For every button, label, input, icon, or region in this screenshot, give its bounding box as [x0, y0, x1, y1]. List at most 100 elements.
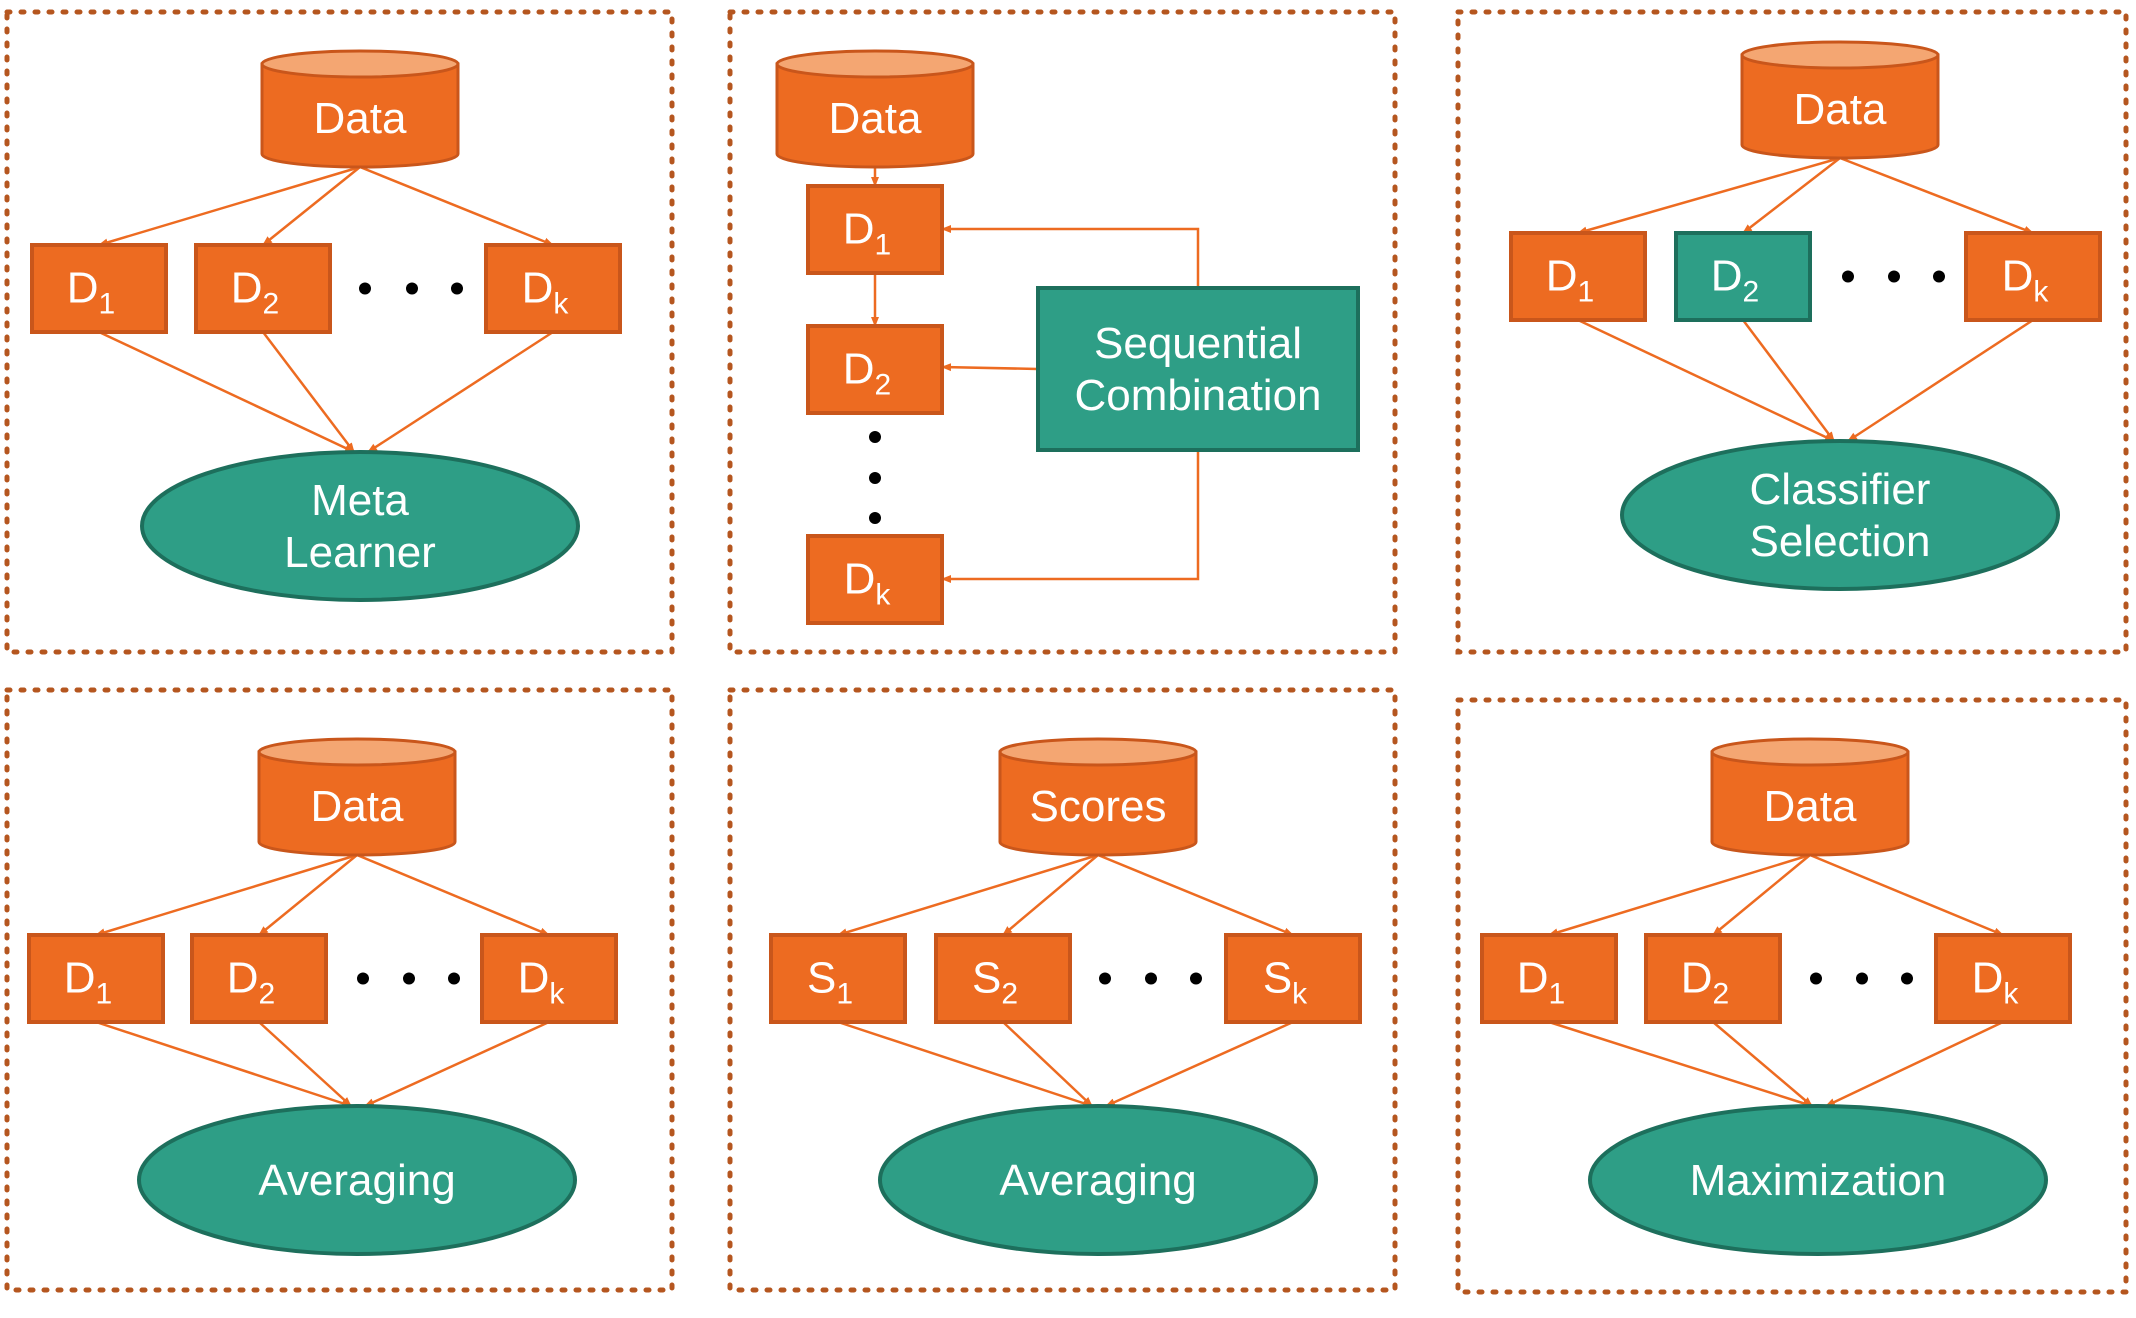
classifier-label: D1 — [67, 264, 115, 321]
classifier-base: D — [522, 264, 554, 313]
classifier-subscript: 2 — [1001, 978, 1018, 1011]
ellipsis-dot — [869, 431, 881, 443]
combiner-label-line: Learner — [284, 528, 436, 577]
classifier-box: D1 — [1480, 933, 1618, 1024]
classifier-label: D2 — [843, 345, 891, 402]
combiner-ellipse: Averaging — [137, 1104, 577, 1256]
combiner-label-line: Classifier — [1750, 465, 1931, 514]
selected-classifier-rect — [1674, 231, 1812, 322]
source-label: Data — [1764, 782, 1857, 831]
cylinder-top — [998, 737, 1198, 767]
combiner-label-line: Combination — [1074, 371, 1321, 420]
ellipsis-dot — [1901, 972, 1913, 985]
classifier-rect — [480, 933, 618, 1024]
classifier-label: Sk — [1263, 954, 1308, 1011]
classifier-subscript: k — [1292, 978, 1308, 1011]
classifier-subscript: 2 — [259, 978, 276, 1011]
ellipsis-dot — [1842, 270, 1854, 283]
flow-arrow — [1002, 1021, 1093, 1107]
flow-arrow — [1742, 319, 1835, 442]
cylinder-body — [1710, 750, 1910, 857]
classifier-box: Dk — [1934, 933, 2072, 1024]
flow-arrow — [837, 853, 1099, 937]
classifier-base: D — [64, 954, 96, 1003]
classifier-subscript: 1 — [99, 288, 116, 321]
flow-arrow — [356, 853, 550, 937]
classifier-rect — [27, 933, 165, 1024]
flow-arrow — [1002, 854, 1099, 936]
flow-arrow — [262, 331, 355, 453]
combiner-shape — [137, 1104, 577, 1256]
classifier-subscript: k — [2033, 276, 2049, 309]
classifier-rect — [934, 933, 1072, 1024]
combiner-label-line: Averaging — [999, 1156, 1196, 1205]
classifier-box: D1 — [27, 933, 165, 1024]
classifier-base: S — [1263, 954, 1292, 1003]
classifier-rect — [30, 243, 168, 334]
classifier-box: D2 — [194, 243, 332, 334]
flow-arrow — [941, 363, 1039, 372]
classifier-label: D1 — [843, 205, 891, 262]
ellipsis-dot — [448, 972, 460, 985]
flow-arrow — [258, 854, 358, 936]
classifier-rect — [1934, 933, 2072, 1024]
classifier-rect — [190, 933, 328, 1024]
classifier-rect — [1480, 933, 1618, 1024]
flow-arrow — [1825, 1020, 2004, 1108]
classifier-base: D — [844, 555, 876, 604]
panel-frame — [4, 9, 675, 655]
flow-arrow — [262, 166, 361, 246]
classifier-rect — [1644, 933, 1782, 1024]
classifier-base: D — [843, 345, 875, 394]
classifier-box: S1 — [769, 933, 907, 1024]
classifier-box: D2 — [806, 324, 944, 415]
ellipsis-dot — [1190, 972, 1202, 985]
classifier-box: D1 — [806, 184, 944, 275]
source-label: Data — [1794, 85, 1887, 134]
classifier-label: Dk — [844, 555, 892, 612]
classifier-label: D1 — [1546, 252, 1594, 309]
cylinder-body — [1740, 53, 1940, 160]
classifier-subscript: k — [2003, 978, 2019, 1011]
classifier-base: D — [843, 205, 875, 254]
classifier-rect — [484, 243, 622, 334]
classifier-base: D — [227, 954, 259, 1003]
flow-arrow — [837, 1020, 1093, 1108]
classifier-rect — [1509, 231, 1647, 322]
classifier-label: S2 — [972, 954, 1018, 1011]
source-label: Scores — [1030, 782, 1167, 831]
combiner-ellipse: Averaging — [878, 1104, 1318, 1256]
classifier-label: Dk — [2002, 252, 2050, 309]
flow-arrow — [941, 450, 1200, 583]
classifier-base: D — [1546, 252, 1578, 301]
classifier-base: D — [1972, 954, 2004, 1003]
classifier-rect — [1224, 933, 1362, 1024]
source-cylinder: Data — [1740, 40, 1940, 160]
flow-arrow — [1097, 853, 1294, 937]
combiner-label-line: Selection — [1749, 517, 1930, 566]
cylinder-top — [1740, 40, 1940, 70]
panel-frame — [4, 687, 675, 1293]
classifier-base: S — [972, 954, 1001, 1003]
combiner-shape — [1620, 439, 2060, 591]
classifier-label: D2 — [227, 954, 275, 1011]
classifier-label: Dk — [518, 954, 566, 1011]
ellipsis-dot — [359, 282, 371, 295]
ellipsis-dot — [406, 282, 418, 295]
flow-arrow — [1742, 157, 1841, 234]
flow-arrow — [1548, 1020, 1813, 1108]
ellipsis-dot — [1888, 270, 1900, 283]
source-label: Data — [829, 94, 922, 143]
panel-frame — [727, 9, 1398, 655]
classifier-rect — [806, 534, 944, 625]
source-label: Data — [314, 94, 407, 143]
flow-arrow — [1577, 156, 1841, 235]
panel-frame — [1455, 9, 2129, 655]
ellipsis-dot — [1856, 972, 1868, 985]
cylinder-top — [257, 737, 457, 767]
classifier-label: Dk — [522, 264, 570, 321]
classifier-subscript: 2 — [1713, 978, 1730, 1011]
ellipsis-dot — [1099, 972, 1111, 985]
